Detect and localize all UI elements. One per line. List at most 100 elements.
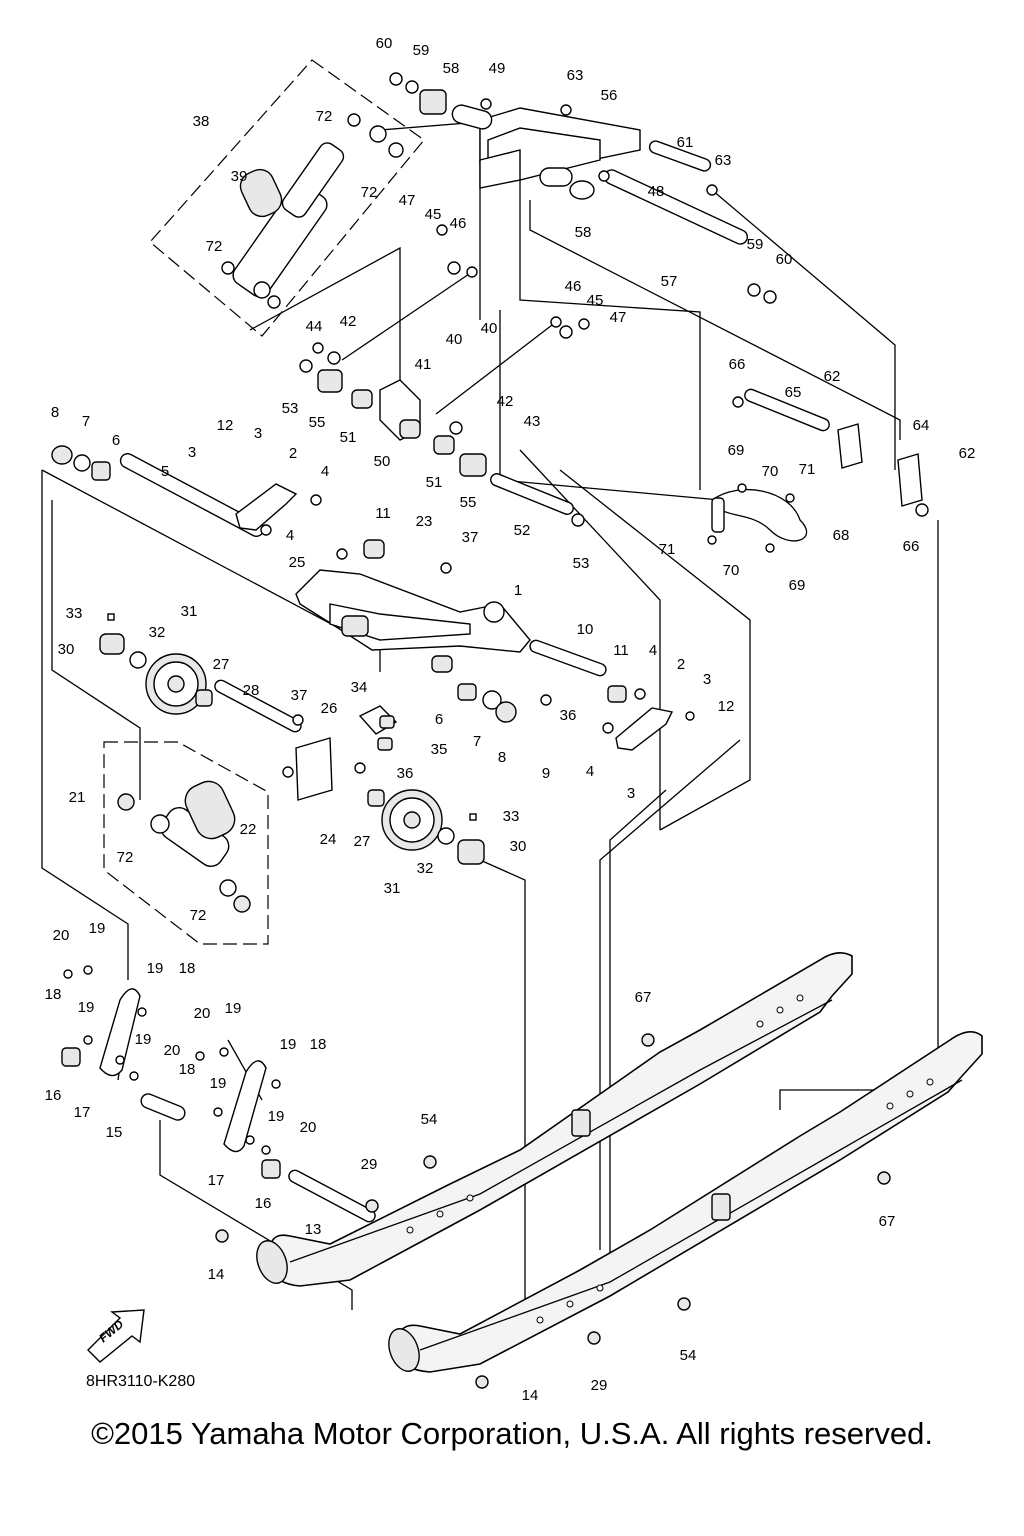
part-label: 45	[587, 292, 604, 309]
part-label: 39	[231, 168, 248, 185]
part-label: 6	[435, 711, 443, 728]
part-label: 47	[610, 309, 627, 326]
part-label: 2	[677, 656, 685, 673]
part-label: 42	[340, 313, 357, 330]
part-label: 29	[361, 1156, 378, 1173]
part-label: 58	[575, 224, 592, 241]
part-label: 32	[417, 860, 434, 877]
copyright-notice: ©2015 Yamaha Motor Corporation, U.S.A. A…	[91, 1416, 933, 1451]
part-label: 4	[286, 527, 294, 544]
shaft-10	[529, 639, 607, 677]
shock-group-38-outline	[149, 59, 425, 337]
part-label: 26	[321, 700, 338, 717]
part-label: 55	[460, 494, 477, 511]
part-label: 60	[376, 35, 393, 52]
part-label: 34	[351, 679, 368, 696]
part-label: 31	[384, 880, 401, 897]
part-label: 70	[723, 562, 740, 579]
part-label: 14	[522, 1387, 539, 1404]
part-label: 19	[135, 1031, 152, 1048]
part-label: 19	[268, 1108, 285, 1125]
part-label: 51	[426, 474, 443, 491]
part-label: 16	[45, 1087, 62, 1104]
part-label: 71	[659, 541, 676, 558]
part-label: 2	[289, 445, 297, 462]
scissor-link-right	[195, 1047, 281, 1179]
bushing-58	[419, 89, 595, 200]
part-label: 70	[762, 463, 779, 480]
part-label: 3	[188, 444, 196, 461]
part-label: 69	[789, 577, 806, 594]
part-label: 17	[74, 1104, 91, 1121]
part-label: 57	[661, 273, 678, 290]
part-label: 46	[450, 215, 467, 232]
part-label: 44	[306, 318, 323, 335]
link-rods-40	[341, 266, 562, 415]
diagram-code: 8HR3110-K280	[86, 1373, 195, 1390]
part-label: 24	[320, 831, 337, 848]
part-label: 42	[497, 393, 514, 410]
part-label: 67	[635, 989, 652, 1006]
part-label: 12	[217, 417, 234, 434]
part-label: 19	[78, 999, 95, 1016]
part-label: 1	[514, 582, 522, 599]
part-label: 37	[291, 687, 308, 704]
part-label: 17	[208, 1172, 225, 1189]
part-label: 21	[69, 789, 86, 806]
part-label: 62	[959, 445, 976, 462]
part-label: 43	[524, 413, 541, 430]
part-label: 16	[255, 1195, 272, 1212]
part-labels: 60 59 58 49 63 56 38 72 39 72 72 61 63 4…	[45, 35, 976, 1404]
part-label: 71	[799, 461, 816, 478]
part-label: 67	[879, 1213, 896, 1230]
assembly-lines	[41, 121, 939, 1310]
shaft-15	[140, 1093, 186, 1121]
part-label: 18	[310, 1036, 327, 1053]
front-arm-1	[295, 539, 531, 673]
shaft-28-assembly	[195, 679, 552, 807]
part-label: 30	[510, 838, 527, 855]
part-label: 40	[481, 320, 498, 337]
part-label: 53	[573, 555, 590, 572]
shaft-52	[490, 473, 574, 515]
part-label: 25	[289, 554, 306, 571]
part-label: 72	[190, 907, 207, 924]
part-label: 19	[225, 1000, 242, 1017]
part-label: 19	[210, 1075, 227, 1092]
part-label: 69	[728, 442, 745, 459]
part-label: 3	[703, 671, 711, 688]
part-label: 8	[498, 749, 506, 766]
part-label: 3	[254, 425, 262, 442]
part-label: 65	[785, 384, 802, 401]
part-label: 55	[309, 414, 326, 431]
part-label: 59	[413, 42, 430, 59]
idler-wheel-right	[381, 789, 485, 865]
part-label: 30	[58, 641, 75, 658]
rear-arm-assembly	[451, 104, 641, 189]
part-label: 20	[164, 1042, 181, 1059]
part-label: 14	[208, 1266, 225, 1283]
fwd-arrow-icon: FWD	[87, 1309, 145, 1363]
part-label: 45	[425, 206, 442, 223]
part-label: 72	[206, 238, 223, 255]
part-label: 66	[729, 356, 746, 373]
rail-bolts	[215, 1033, 891, 1389]
part-label: 6	[112, 432, 120, 449]
part-label: 4	[321, 463, 329, 480]
part-label: 33	[66, 605, 83, 622]
part-label: 19	[147, 960, 164, 977]
part-label: 51	[340, 429, 357, 446]
part-label: 4	[649, 642, 657, 659]
part-label: 54	[680, 1347, 697, 1364]
part-label: 23	[416, 513, 433, 530]
shaft-57	[603, 169, 749, 245]
part-label: 27	[213, 656, 230, 673]
spring-68	[707, 483, 808, 553]
part-label: 3	[627, 785, 635, 802]
part-label: 63	[567, 67, 584, 84]
rear-shock-absorber	[221, 113, 404, 309]
shaft-65-assembly	[732, 388, 929, 517]
part-label: 7	[473, 733, 481, 750]
part-label: 27	[354, 833, 371, 850]
